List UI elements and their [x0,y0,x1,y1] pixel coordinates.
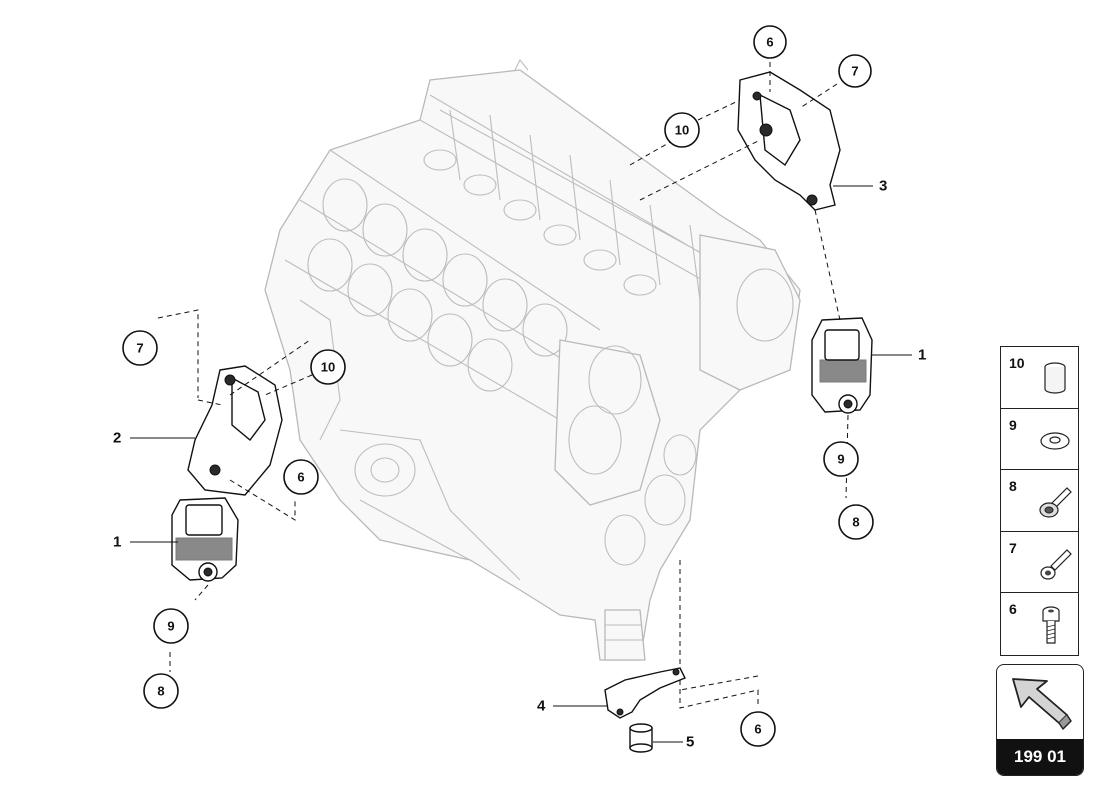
svg-text:6: 6 [766,35,773,50]
callout-10-top[interactable]: 10 [664,112,700,148]
legend-number: 8 [1009,478,1017,494]
legend-item-9[interactable]: 9 [1001,409,1078,470]
legend-number: 10 [1009,355,1025,371]
svg-text:8: 8 [157,684,164,699]
part-label-1-left[interactable]: 1 [113,534,121,551]
engine-mount-bracket-left [187,365,283,496]
svg-text:7: 7 [851,64,858,79]
part-label-4[interactable]: 4 [537,698,546,715]
flange-bolt-icon [1039,487,1072,518]
part-label-2[interactable]: 2 [113,430,121,447]
callout-10-left[interactable]: 10 [310,349,346,385]
svg-text:6: 6 [297,470,304,485]
back-navigation-button[interactable]: 199 01 [996,664,1084,776]
svg-text:10: 10 [675,123,689,138]
page-number: 199 01 [997,739,1083,775]
hardware-legend: 10 9 8 7 6 [1000,346,1079,656]
legend-item-8[interactable]: 8 [1001,470,1078,532]
legend-number: 6 [1009,601,1017,617]
part-label-5[interactable]: 5 [686,734,694,751]
svg-text:8: 8 [852,515,859,530]
legend-number: 7 [1009,539,1017,556]
svg-text:6: 6 [754,722,761,737]
callout-7-top[interactable]: 7 [838,54,872,88]
arrow-back-icon [1012,678,1072,730]
svg-text:7: 7 [136,341,143,356]
engine-mount-left [171,497,239,582]
part-label-3[interactable]: 3 [879,178,887,195]
bushing-bottom [629,723,653,753]
callout-8-left[interactable]: 8 [143,673,179,709]
callout-6-bottom[interactable]: 6 [740,711,776,747]
support-bracket-bottom [604,667,686,719]
socket-screw-icon [1042,606,1060,644]
exploded-diagram: 6 7 10 7 10 6 9 8 9 8 6 1 3 2 1 4 [113,25,926,753]
assembly-lines [157,62,849,709]
washer-icon [1040,431,1070,450]
svg-text:9: 9 [167,619,174,634]
cap-screw-icon [1040,548,1072,580]
svg-text:10: 10 [321,360,335,375]
legend-item-7[interactable]: 7 [1001,532,1078,593]
engine-block-illustration [264,58,801,661]
callout-6-left[interactable]: 6 [283,459,319,495]
callout-9-left[interactable]: 9 [153,608,189,644]
leader-lines [130,185,912,743]
callout-9-right[interactable]: 9 [823,441,859,477]
spacer-sleeve-icon [1044,362,1066,394]
part-label-1-right[interactable]: 1 [918,347,926,364]
legend-item-6[interactable]: 6 [1001,593,1078,655]
engine-mount-right [811,317,873,414]
legend-number: 9 [1009,416,1017,433]
callout-6-top[interactable]: 6 [753,25,787,59]
callout-8-right[interactable]: 8 [838,504,874,540]
callout-7-left[interactable]: 7 [122,330,158,366]
engine-mount-bracket-right [737,71,841,211]
legend-item-10[interactable]: 10 [1001,347,1078,409]
svg-text:9: 9 [837,452,844,467]
